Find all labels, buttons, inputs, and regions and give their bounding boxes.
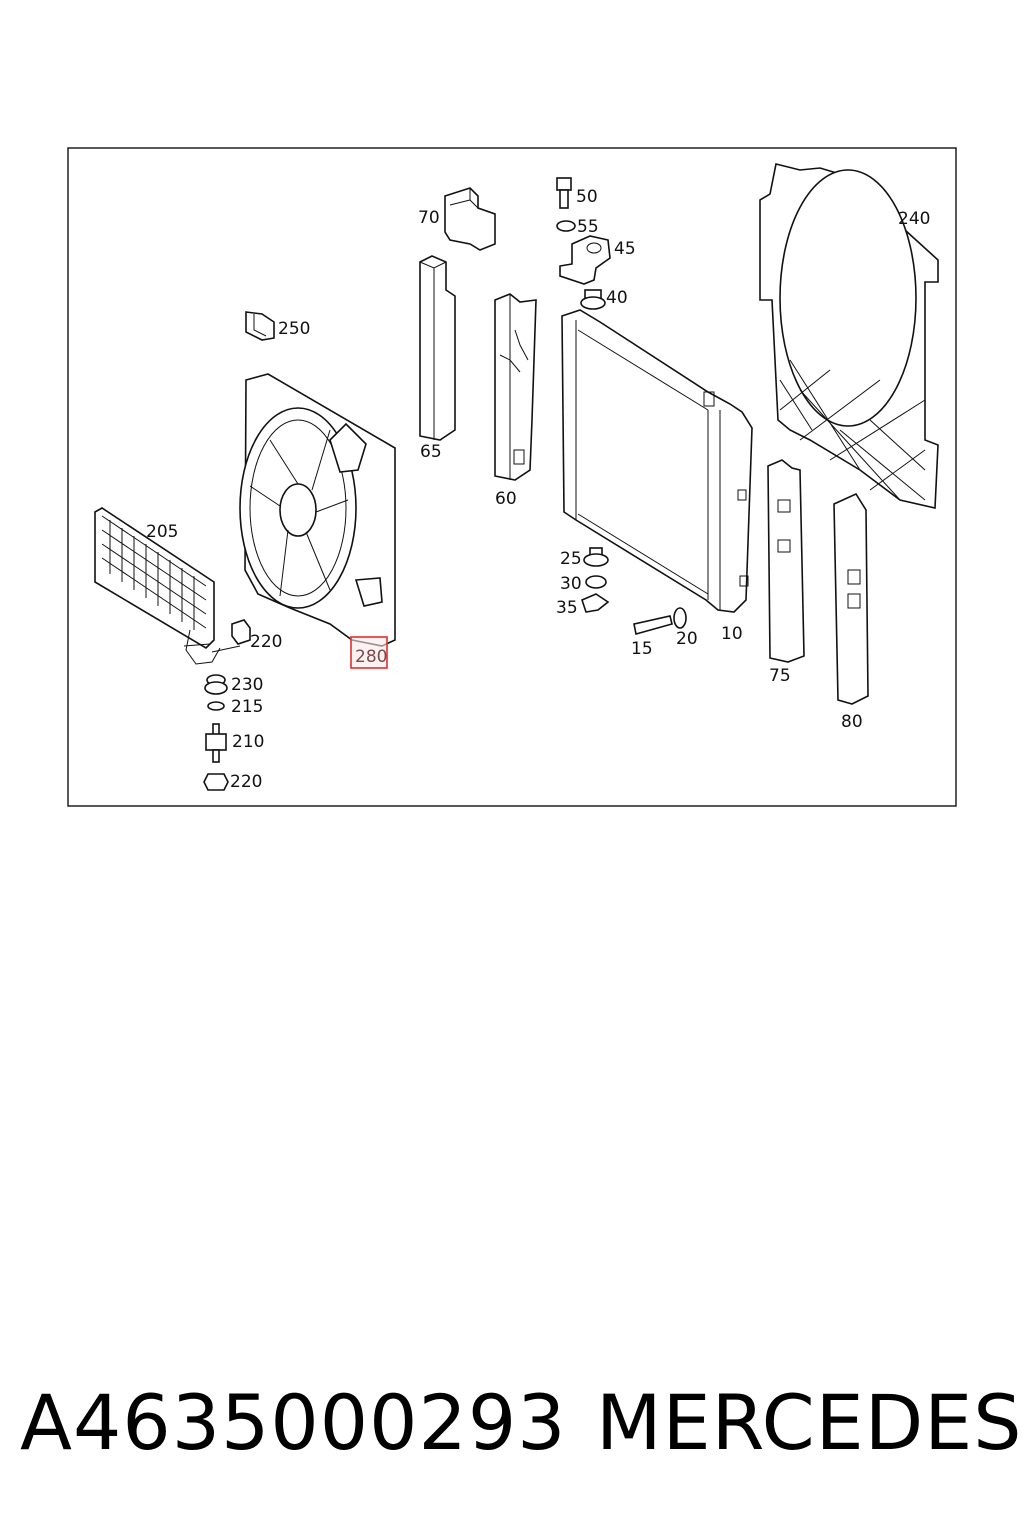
part-220-nut-upper [211, 619, 251, 653]
callout-label: 50 [576, 187, 598, 207]
callout-label: 70 [418, 208, 440, 228]
part-70-bracket [444, 187, 496, 251]
callout-label: 220 [250, 632, 282, 652]
part-240-shroud [759, 163, 939, 509]
part-30-washer [585, 575, 607, 589]
callout-label: 215 [231, 697, 263, 717]
callout-label: 45 [614, 239, 636, 259]
part-215-washer [207, 701, 225, 711]
part-50-bolt [556, 177, 572, 209]
callout-label: 240 [898, 209, 930, 229]
part-205-condenser [94, 507, 221, 665]
callout-label: 250 [278, 319, 310, 339]
callout-label: 35 [556, 598, 578, 618]
part-65-strip [419, 255, 456, 441]
part-60-strip [494, 293, 537, 481]
brand-name: MERCEDES [596, 1378, 1023, 1467]
callout-label: 20 [676, 629, 698, 649]
callout-label: 230 [231, 675, 263, 695]
part-75-strip [767, 459, 805, 663]
callout-label: 40 [606, 288, 628, 308]
callout-label: 75 [769, 666, 791, 686]
part-25-mount [583, 547, 609, 567]
callout-label: 15 [631, 639, 653, 659]
callout-label: 80 [841, 712, 863, 732]
callout-label: 30 [560, 574, 582, 594]
part-20-washer [673, 607, 687, 629]
part-80-strip [833, 492, 869, 705]
callout-label: 60 [495, 489, 517, 509]
callout-label: 210 [232, 732, 264, 752]
callout-label: 65 [420, 442, 442, 462]
callout-label: 205 [146, 522, 178, 542]
part-45-bracket [559, 235, 611, 285]
part-40-mount [580, 289, 606, 310]
exploded-parts-diagram: 70 65 60 50 55 45 40 250 240 205 220 230… [67, 147, 957, 807]
callout-label: 10 [721, 624, 743, 644]
part-35-clip [581, 593, 610, 613]
part-10-radiator [561, 309, 753, 613]
part-number: A4635000293 [20, 1378, 567, 1467]
part-220-nut-lower [203, 773, 229, 791]
part-15-bolt [633, 615, 673, 636]
part-250-clip [245, 311, 275, 341]
callout-label-highlighted: 280 [355, 647, 387, 667]
callout-label: 55 [577, 217, 599, 237]
callout-label: 220 [230, 772, 262, 792]
highlight-box [350, 636, 388, 669]
part-230-mount [204, 674, 228, 695]
callout-label: 25 [560, 549, 582, 569]
part-280-fan-assembly [239, 373, 396, 647]
part-55-washer [556, 220, 576, 232]
part-210-stud [205, 723, 227, 763]
